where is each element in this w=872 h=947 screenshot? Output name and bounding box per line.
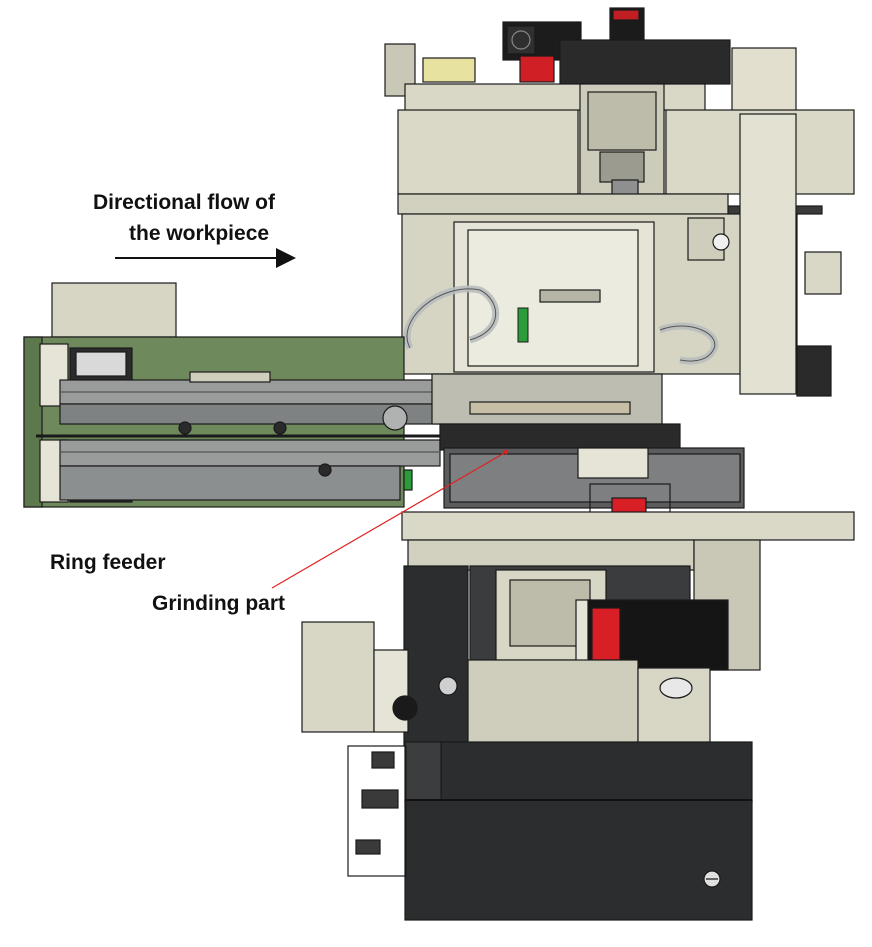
base-cabinet — [404, 799, 753, 921]
machine-base — [347, 741, 753, 921]
upper-head-assembly — [384, 7, 855, 397]
feeder-top-box — [51, 282, 177, 338]
top-red-cap — [612, 9, 640, 21]
feeder-green-sensor — [403, 469, 413, 491]
side-control-box — [301, 621, 375, 733]
lower-machine-body — [301, 511, 855, 747]
ring-feeder-label: Ring feeder — [50, 551, 166, 574]
top-red-block — [519, 55, 555, 83]
top-fan-box — [506, 25, 536, 55]
grinding-leader-line — [271, 451, 507, 589]
flow-label-line2: the workpiece — [129, 222, 270, 245]
grinding-wheel-surface — [469, 401, 631, 415]
coolant-nozzle — [517, 307, 529, 343]
base-upper — [439, 741, 753, 803]
grinding-wheel-housing — [431, 373, 663, 425]
flow-label-line1: Directional flow of — [93, 191, 276, 214]
machine-dark-frame — [403, 565, 469, 747]
feeder-rail-lower — [59, 439, 441, 467]
grinding-leader-dot — [503, 449, 509, 455]
grinding-part-label: Grinding part — [152, 592, 285, 615]
cross-slide — [401, 511, 855, 541]
ring-feeder-assembly — [23, 282, 441, 508]
